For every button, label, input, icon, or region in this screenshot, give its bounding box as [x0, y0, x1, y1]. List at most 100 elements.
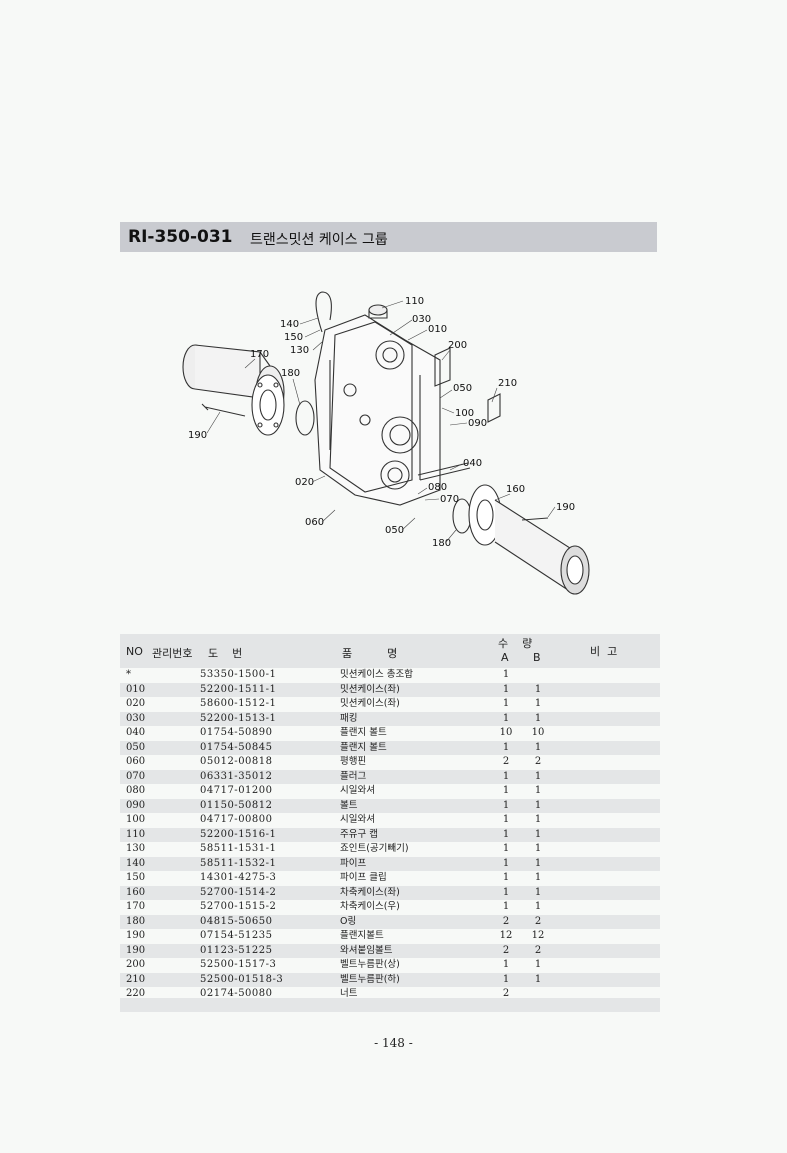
drawing-number: 52500-01518-3	[200, 973, 284, 985]
part-no: 150	[126, 872, 146, 883]
callout-label: 070	[440, 494, 459, 505]
bolt-190-right-drawing	[521, 517, 549, 521]
part-no: 220	[126, 988, 146, 999]
drawing-number: 14301-4275-3	[200, 872, 277, 883]
qty-a: 2	[502, 988, 510, 999]
drawing-number: 52500-1517-3	[200, 959, 277, 970]
part-no: 020	[126, 698, 146, 709]
transmission-case-drawing	[314, 314, 441, 506]
part-name: 파이프	[340, 857, 367, 869]
belt-plate-200-drawing	[434, 347, 451, 387]
qty-a: 2	[502, 915, 510, 927]
page-number: - 148 -	[374, 1036, 413, 1050]
drawing-number: 01754-50890	[200, 727, 273, 738]
qty-b: 1	[534, 683, 542, 695]
part-name: 밋션케이스(좌)	[340, 683, 400, 695]
callout-label: 170	[250, 349, 269, 360]
qty-b: 1	[534, 901, 542, 912]
qty-a: 10	[499, 727, 513, 738]
qty-a: 1	[502, 857, 510, 869]
qty-a: 1	[502, 973, 510, 985]
part-no: 200	[126, 959, 146, 970]
part-name: 밋션케이스 총조합	[340, 669, 413, 680]
callout-label: 180	[432, 538, 451, 549]
qty-b: 12	[531, 930, 545, 941]
section-title-bar: RI-350-031 트랜스밋션 케이스 그룹	[120, 222, 657, 252]
callout-label: 060	[305, 517, 324, 528]
drawing-number: 52700-1515-2	[200, 901, 277, 912]
header-qty-a: A	[501, 651, 509, 664]
qty-a: 1	[502, 785, 510, 796]
callout-label: 050	[385, 525, 404, 536]
callout-label: 110	[405, 296, 424, 307]
callout-label: 050	[453, 383, 472, 394]
drawing-number: 05012-00818	[200, 756, 273, 767]
part-no: 180	[126, 915, 146, 927]
drawing-number: 01150-50812	[200, 799, 273, 811]
callout-label: 040	[463, 458, 482, 469]
part-no: 040	[126, 727, 146, 738]
drawing-number: 52700-1514-2	[200, 886, 277, 898]
drawing-number: 58511-1532-1	[200, 857, 277, 869]
qty-a: 1	[502, 872, 510, 883]
part-no: 190	[126, 944, 146, 956]
part-no: 050	[126, 741, 146, 753]
drawing-number: 52200-1513-1	[200, 712, 277, 724]
drawing-number: 58600-1512-1	[200, 698, 277, 709]
qty-b: 1	[534, 843, 542, 854]
part-name: 플랜지 볼트	[340, 727, 387, 738]
qty-b: 1	[534, 698, 542, 709]
qty-b: 1	[534, 857, 542, 869]
qty-a: 1	[502, 828, 510, 840]
qty-a: 12	[499, 930, 513, 941]
part-name: O링	[340, 915, 357, 927]
callout-label: 090	[468, 418, 487, 429]
part-name: 플랜지 볼트	[340, 741, 387, 753]
callout-label: 160	[506, 484, 525, 495]
callout-label: 030	[412, 314, 431, 325]
part-no: 080	[126, 785, 146, 796]
parts-table-header: NO 관리번호 도 번 품 명 수 량 A B 비 고	[120, 634, 660, 668]
qty-b: 1	[534, 770, 542, 782]
header-remark: 비 고	[590, 645, 618, 658]
qty-a: 1	[502, 770, 510, 782]
right-flange-drawing	[468, 484, 502, 546]
qty-a: 2	[502, 944, 510, 956]
qty-a: 1	[502, 959, 510, 970]
qty-b: 10	[531, 727, 545, 738]
qty-b: 1	[534, 872, 542, 883]
callout-labels: 110 030 010 140 150 130 170 200 180 050 …	[188, 296, 575, 549]
callout-label: 010	[428, 324, 447, 335]
qty-a: 1	[502, 886, 510, 898]
part-name: 파이프 클립	[340, 872, 387, 883]
table-footer-band	[120, 998, 660, 1012]
qty-a: 1	[502, 683, 510, 695]
part-no: 090	[126, 799, 146, 811]
part-name: 볼트	[340, 799, 358, 811]
callout-label: 140	[280, 319, 299, 330]
part-no: 110	[126, 828, 146, 840]
part-name: 플랜지볼트	[340, 930, 384, 941]
pipe-140-drawing	[315, 291, 332, 333]
part-name: 평행핀	[340, 756, 367, 767]
qty-b: 1	[534, 785, 542, 796]
part-name: 벨트누름판(상)	[340, 959, 400, 970]
part-name: 시일와셔	[340, 785, 375, 796]
part-name: 시일와셔	[340, 814, 375, 825]
callout-label: 190	[556, 502, 575, 513]
part-no: 070	[126, 770, 146, 782]
